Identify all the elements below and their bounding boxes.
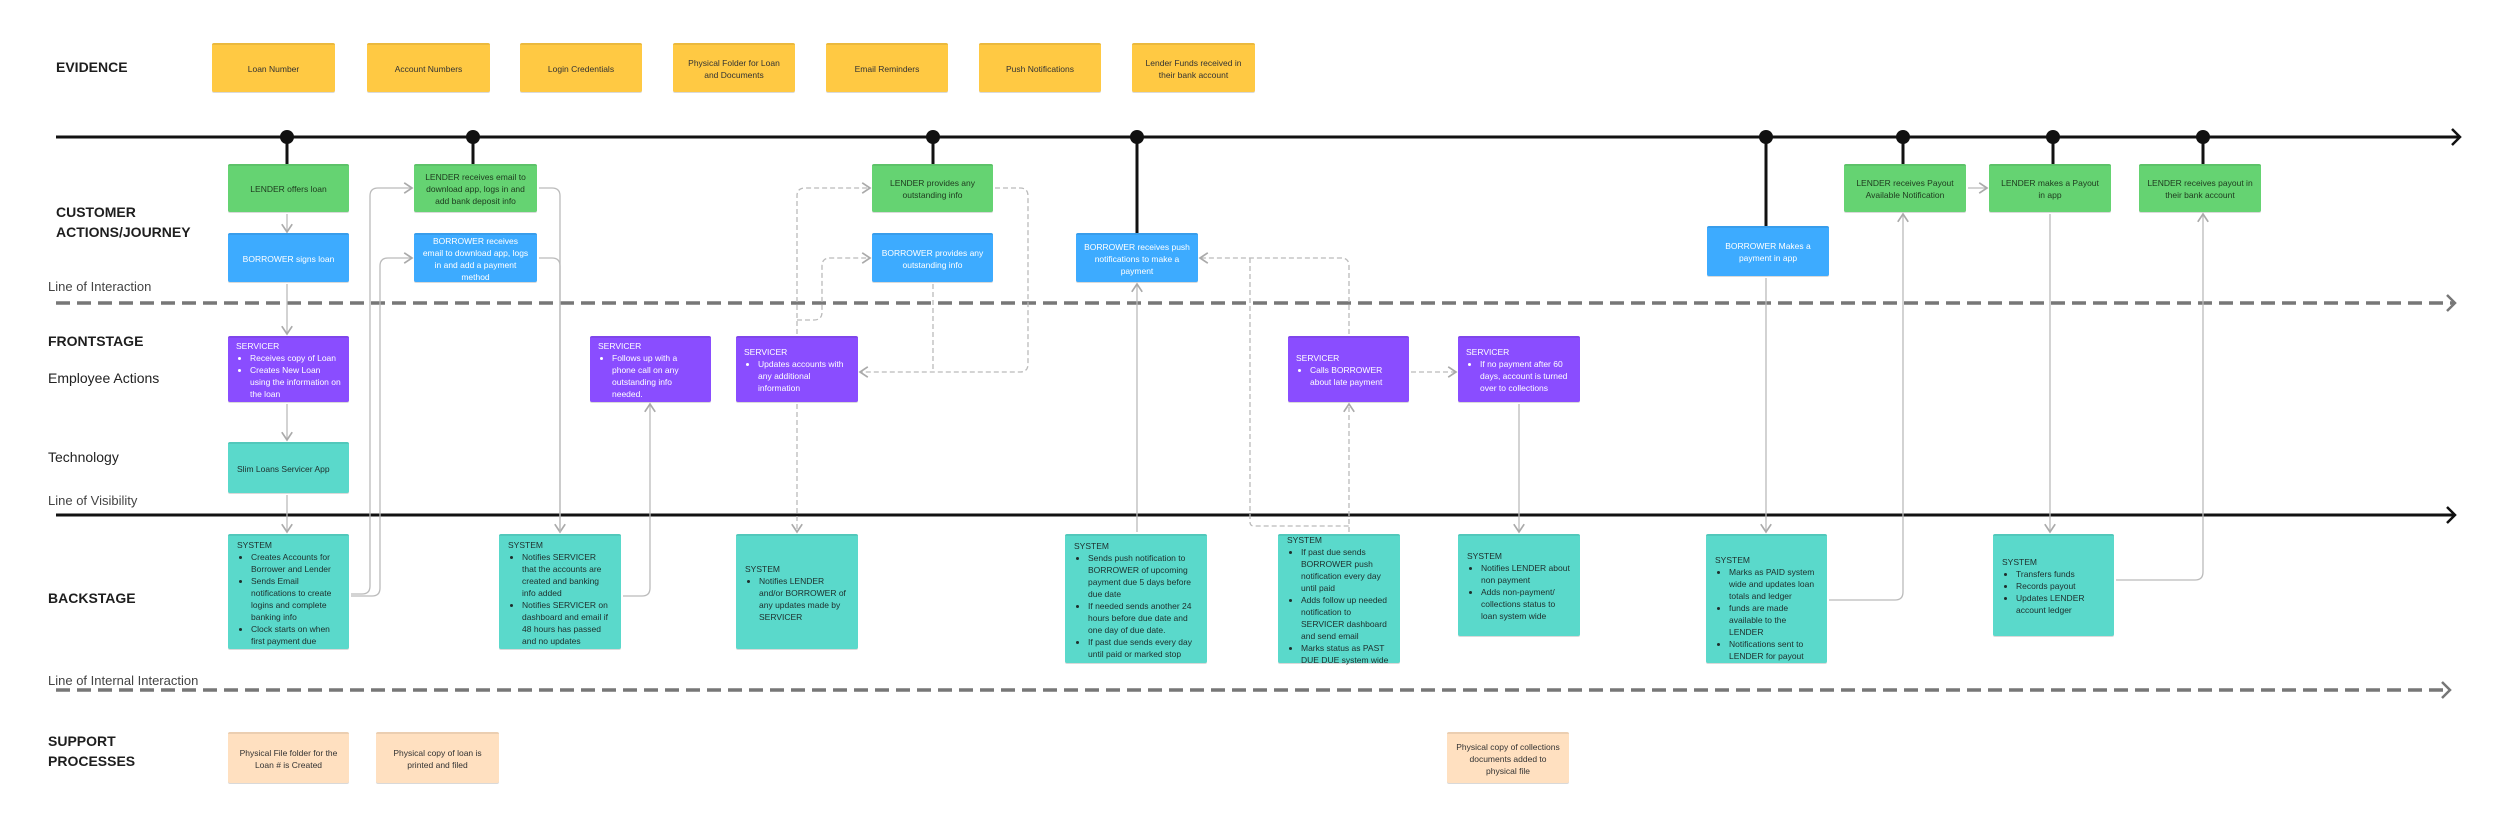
lane-label-technology: Technology bbox=[48, 449, 119, 465]
servicer-card[interactable]: SERVICERUpdates accounts with any additi… bbox=[736, 336, 858, 402]
card-item: Adds follow up needed notification to SE… bbox=[1301, 594, 1391, 642]
card-title: SYSTEM bbox=[237, 539, 272, 550]
lane-label-line: CUSTOMER bbox=[56, 204, 136, 220]
lane-label-line: PROCESSES bbox=[48, 753, 136, 769]
borrower-card[interactable]: BORROWER receives push notifications to … bbox=[1076, 233, 1198, 282]
card-item: If past due sends every day until paid o… bbox=[1088, 636, 1198, 660]
card-item: If past due sends BORROWER push notifica… bbox=[1301, 546, 1391, 594]
card-item: funds are made available to the LENDER bbox=[1729, 602, 1818, 638]
system-card[interactable]: SYSTEMNotifies SERVICER that the account… bbox=[499, 534, 621, 649]
lane-label-backstage: BACKSTAGE bbox=[48, 590, 136, 606]
technology-card[interactable]: Slim Loans Servicer App bbox=[228, 442, 349, 493]
system-card[interactable]: SYSTEMIf past due sends BORROWER push no… bbox=[1278, 534, 1400, 666]
card-title: SYSTEM bbox=[745, 563, 780, 574]
line-of-internal-interaction-label: Line of Internal Interaction bbox=[48, 673, 199, 688]
borrower-card[interactable]: BORROWER receives email to download app,… bbox=[414, 233, 537, 282]
card-title: SYSTEM bbox=[1074, 540, 1109, 551]
card-item: Transfers funds bbox=[2016, 568, 2105, 580]
card-title: SERVICER bbox=[1466, 347, 1510, 357]
lender-card[interactable]: LENDER offers loan bbox=[228, 164, 349, 212]
evidence-card[interactable]: Lender Funds received in their bank acco… bbox=[1132, 43, 1255, 92]
card-title: SYSTEM bbox=[508, 539, 543, 550]
card-item: Adds non-payment/ collections status to … bbox=[1481, 586, 1571, 622]
system-card[interactable]: SYSTEMSends push notification to BORROWE… bbox=[1065, 534, 1207, 663]
lane-label-support-processes: SUPPORT PROCESSES bbox=[48, 731, 135, 771]
card-item: Receives copy of Loan bbox=[250, 352, 341, 364]
lane-label-employee-actions: Employee Actions bbox=[48, 370, 160, 386]
card-title: SYSTEM bbox=[1715, 555, 1750, 565]
card-item: Records payout bbox=[2016, 580, 2105, 592]
card-title: SYSTEM bbox=[1287, 534, 1322, 545]
card-item: Updates accounts with any additional inf… bbox=[758, 358, 850, 394]
borrower-card[interactable]: BORROWER provides any outstanding info bbox=[872, 233, 993, 282]
servicer-card[interactable]: SERVICERReceives copy of LoanCreates New… bbox=[228, 336, 349, 402]
card-item: Sends push notification to BORROWER of u… bbox=[1088, 552, 1198, 600]
evidence-card[interactable]: Account Numbers bbox=[367, 43, 490, 92]
evidence-card[interactable]: Loan Number bbox=[212, 43, 335, 92]
card-item: Calls BORROWER about late payment bbox=[1310, 364, 1401, 388]
servicer-card[interactable]: SERVICERIf no payment after 60 days, acc… bbox=[1458, 336, 1580, 402]
card-title: SYSTEM bbox=[2002, 557, 2037, 567]
borrower-card[interactable]: BORROWER Makes a payment in app bbox=[1707, 226, 1829, 276]
line-of-visibility-label: Line of Visibility bbox=[48, 493, 138, 508]
evidence-card[interactable]: Push Notifications bbox=[979, 43, 1101, 92]
card-item: Creates Accounts for Borrower and Lender bbox=[251, 551, 340, 575]
card-item: If needed sends another 24 hours before … bbox=[1088, 600, 1198, 636]
lane-label-line: SUPPORT bbox=[48, 733, 116, 749]
timeline-dots bbox=[280, 130, 2210, 144]
card-item: Clock starts on when first payment due bbox=[251, 623, 340, 647]
system-card[interactable]: SYSTEMNotifies LENDER about non paymentA… bbox=[1458, 534, 1580, 636]
support-card[interactable]: Physical copy of loan is printed and fil… bbox=[376, 732, 499, 783]
card-title: SYSTEM bbox=[1467, 551, 1502, 561]
evidence-card[interactable]: Login Credentials bbox=[520, 43, 642, 92]
lender-card[interactable]: LENDER receives payout in their bank acc… bbox=[2139, 164, 2261, 212]
card-item: Marks status as PAST DUE DUE system wide bbox=[1301, 642, 1391, 666]
lane-label-line: ACTIONS/JOURNEY bbox=[56, 224, 191, 240]
servicer-card[interactable]: SERVICERFollows up with a phone call on … bbox=[590, 336, 711, 402]
lender-card[interactable]: LENDER receives Payout Available Notific… bbox=[1844, 164, 1966, 212]
servicer-card[interactable]: SERVICERCalls BORROWER about late paymen… bbox=[1288, 336, 1409, 402]
lane-label-customer-actions: CUSTOMER ACTIONS/JOURNEY bbox=[56, 202, 191, 242]
card-item: Follows up with a phone call on any outs… bbox=[612, 352, 703, 400]
system-card[interactable]: SYSTEMCreates Accounts for Borrower and … bbox=[228, 534, 349, 649]
card-item: Notifications sent to LENDER for payout bbox=[1729, 638, 1818, 662]
lender-card[interactable]: LENDER provides any outstanding info bbox=[872, 164, 993, 212]
borrower-card[interactable]: BORROWER signs loan bbox=[228, 233, 349, 282]
line-of-interaction-label: Line of Interaction bbox=[48, 279, 152, 294]
card-title: SERVICER bbox=[598, 341, 642, 351]
lender-card[interactable]: LENDER makes a Payout in app bbox=[1989, 164, 2111, 212]
lender-card[interactable]: LENDER receives email to download app, l… bbox=[414, 164, 537, 212]
system-card[interactable]: SYSTEMTransfers fundsRecords payoutUpdat… bbox=[1993, 534, 2114, 636]
card-title: SERVICER bbox=[1296, 353, 1340, 363]
lane-label-evidence: EVIDENCE bbox=[56, 59, 128, 75]
lane-label-frontstage: FRONTSTAGE bbox=[48, 333, 144, 349]
card-item: Updates LENDER account ledger bbox=[2016, 592, 2105, 616]
evidence-card[interactable]: Email Reminders bbox=[826, 43, 948, 92]
card-item: Notifies LENDER and/or BORROWER of any u… bbox=[759, 575, 849, 623]
system-card[interactable]: SYSTEMMarks as PAID system wide and upda… bbox=[1706, 534, 1827, 663]
support-card[interactable]: Physical File folder for the Loan # is C… bbox=[228, 732, 349, 783]
card-item: Marks as PAID system wide and updates lo… bbox=[1729, 566, 1818, 602]
card-item: If no payment after 60 days, account is … bbox=[1480, 358, 1572, 394]
card-item: Creates New Loan using the information o… bbox=[250, 364, 341, 400]
card-title: SERVICER bbox=[236, 341, 280, 351]
system-card[interactable]: SYSTEMNotifies LENDER and/or BORROWER of… bbox=[736, 534, 858, 649]
card-item: Notifies SERVICER that the accounts are … bbox=[522, 551, 612, 599]
card-item: Notifies LENDER about non payment bbox=[1481, 562, 1571, 586]
card-title: SERVICER bbox=[744, 347, 788, 357]
support-card[interactable]: Physical copy of collections documents a… bbox=[1447, 732, 1569, 783]
card-item: Sends Email notifications to create logi… bbox=[251, 575, 340, 623]
card-item: Notifies SERVICER on dashboard and email… bbox=[522, 599, 612, 647]
evidence-card[interactable]: Physical Folder for Loan and Documents bbox=[673, 43, 795, 92]
